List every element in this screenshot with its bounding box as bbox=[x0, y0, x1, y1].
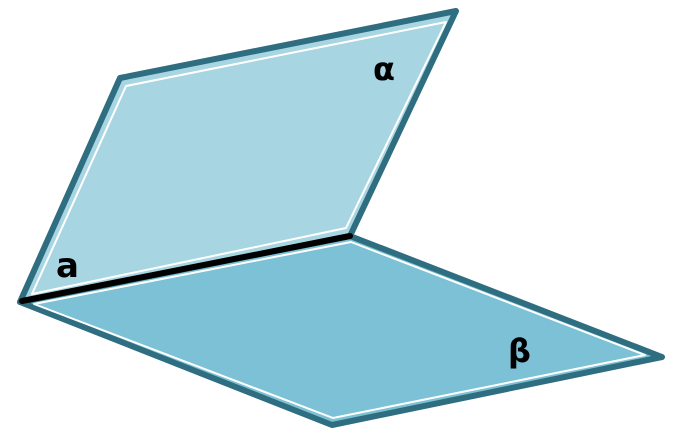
plane-beta-inner-border bbox=[33, 241, 646, 419]
label-alpha: α bbox=[373, 50, 395, 88]
plane-alpha-inner-border bbox=[31, 21, 447, 295]
label-beta: β bbox=[508, 332, 531, 370]
intersection-line-a bbox=[19, 233, 353, 304]
label-a: a bbox=[56, 246, 79, 286]
